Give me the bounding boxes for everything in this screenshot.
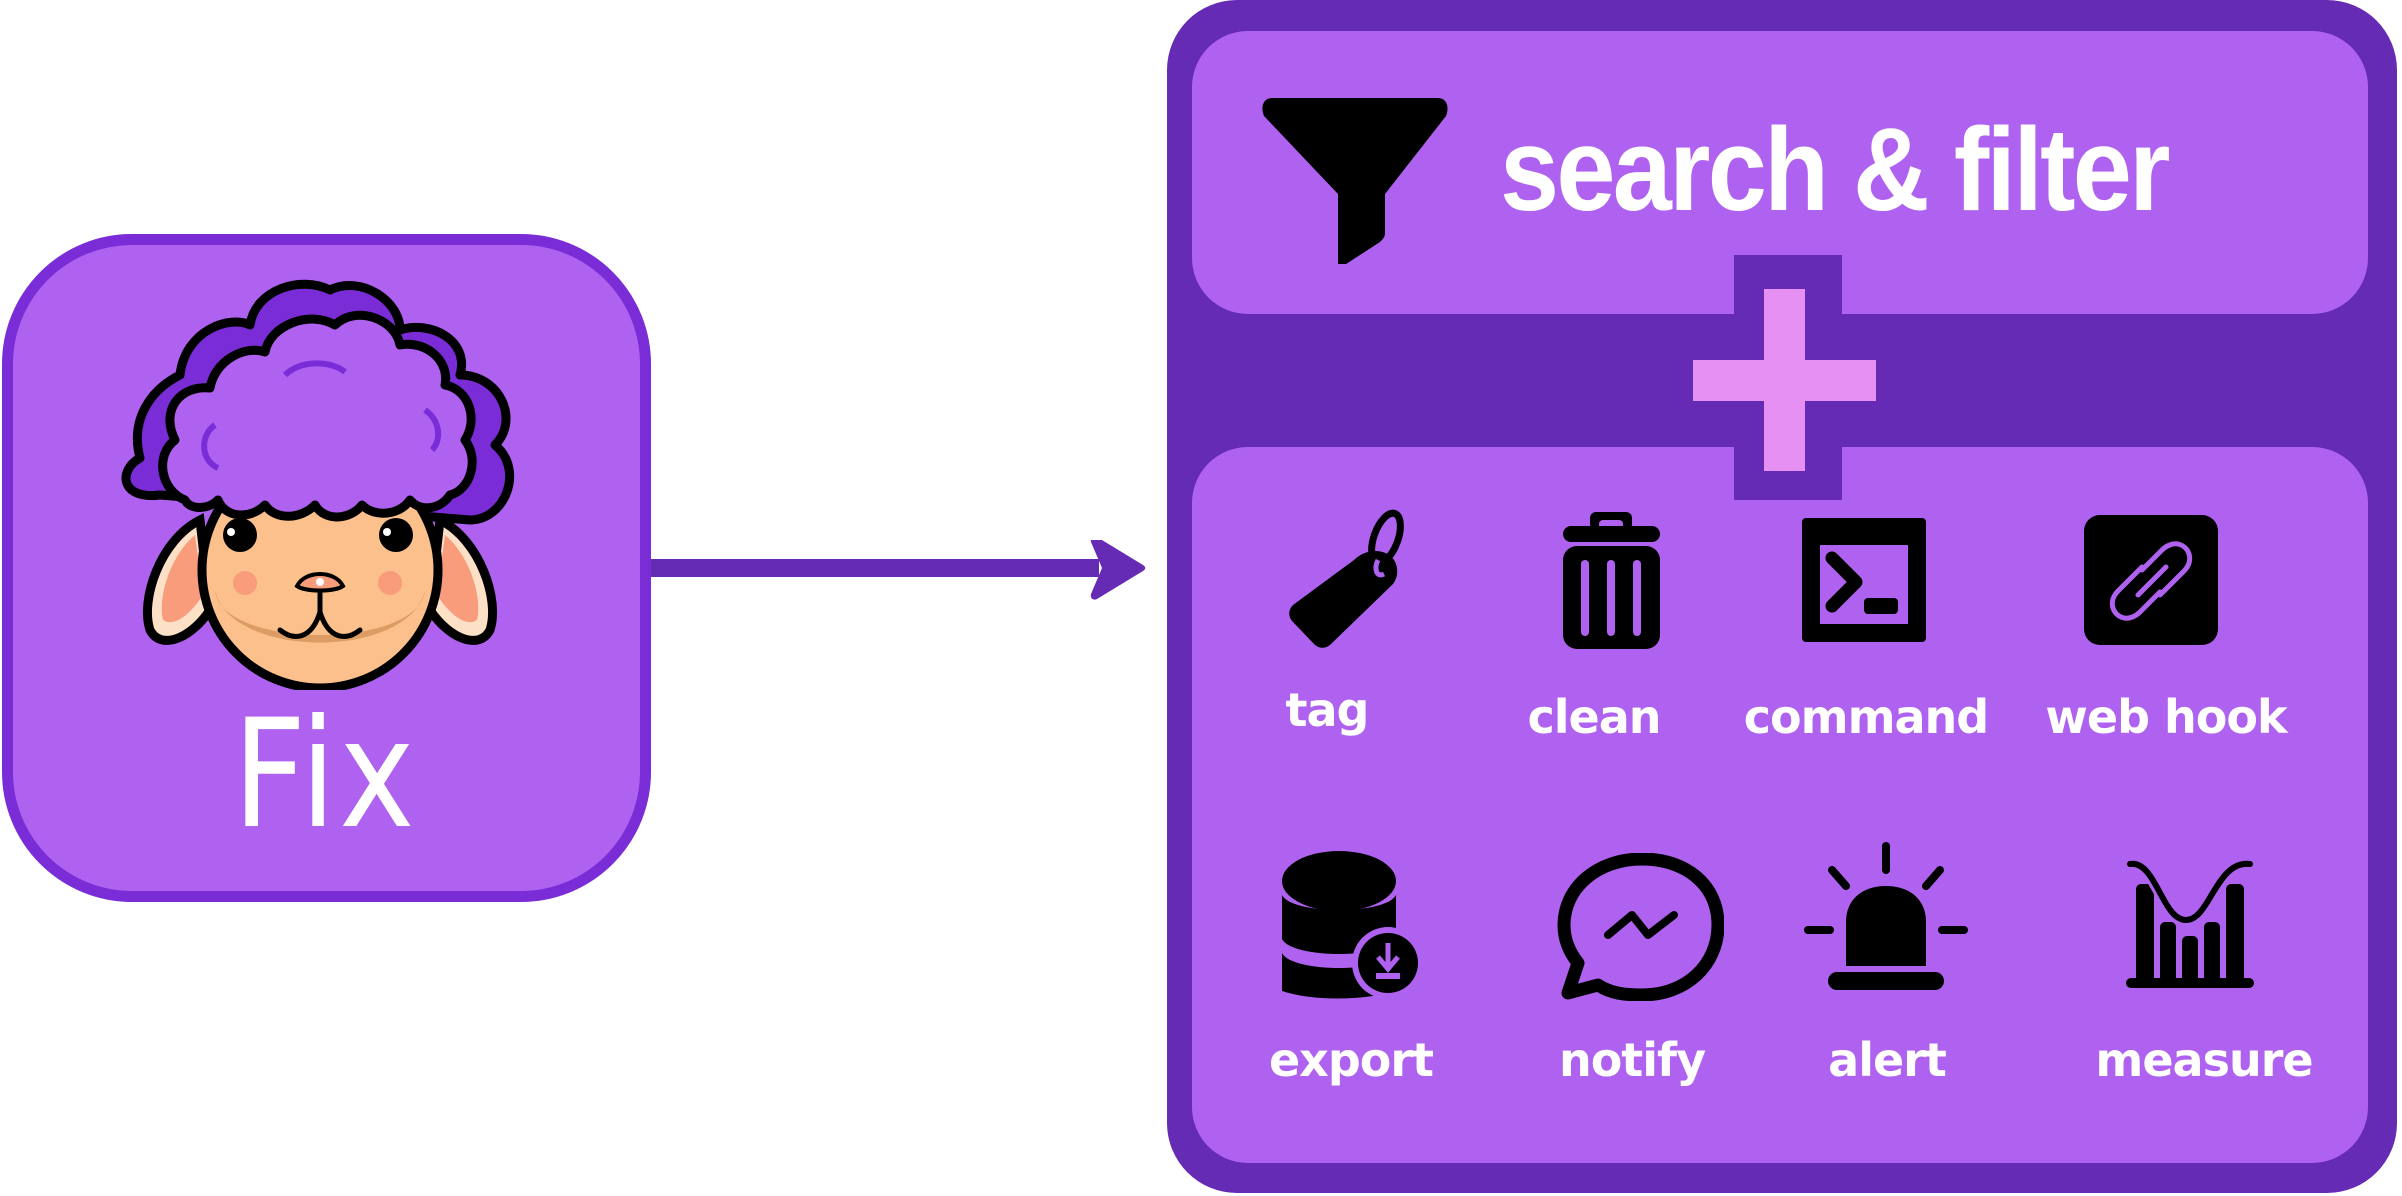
action-label-tag: tag bbox=[1285, 683, 1370, 737]
sheep-mascot-icon bbox=[121, 279, 515, 690]
action-label-command: command bbox=[1743, 690, 1989, 744]
funnel-icon bbox=[1262, 98, 1448, 264]
action-label-measure: measure bbox=[2095, 1033, 2313, 1087]
arrow-right-icon bbox=[651, 540, 1146, 600]
tag-icon bbox=[1289, 509, 1404, 648]
terminal-icon bbox=[1802, 518, 1926, 642]
database-export-icon bbox=[1282, 851, 1422, 999]
siren-icon bbox=[1804, 842, 1968, 990]
plus-icon-bar bbox=[1693, 360, 1876, 401]
action-label-alert: alert bbox=[1828, 1033, 1947, 1087]
action-label-web-hook: web hook bbox=[2045, 690, 2287, 744]
action-label-notify: notify bbox=[1558, 1033, 1706, 1087]
link-icon bbox=[2084, 515, 2218, 645]
search-filter-title: search & filter bbox=[1500, 104, 2171, 236]
fix-label: Fix bbox=[232, 688, 418, 862]
chart-icon bbox=[2126, 860, 2254, 988]
chat-bubble-icon bbox=[1557, 853, 1724, 1001]
action-label-export: export bbox=[1268, 1033, 1434, 1087]
trash-icon bbox=[1563, 512, 1660, 649]
action-label-clean: clean bbox=[1527, 690, 1661, 744]
